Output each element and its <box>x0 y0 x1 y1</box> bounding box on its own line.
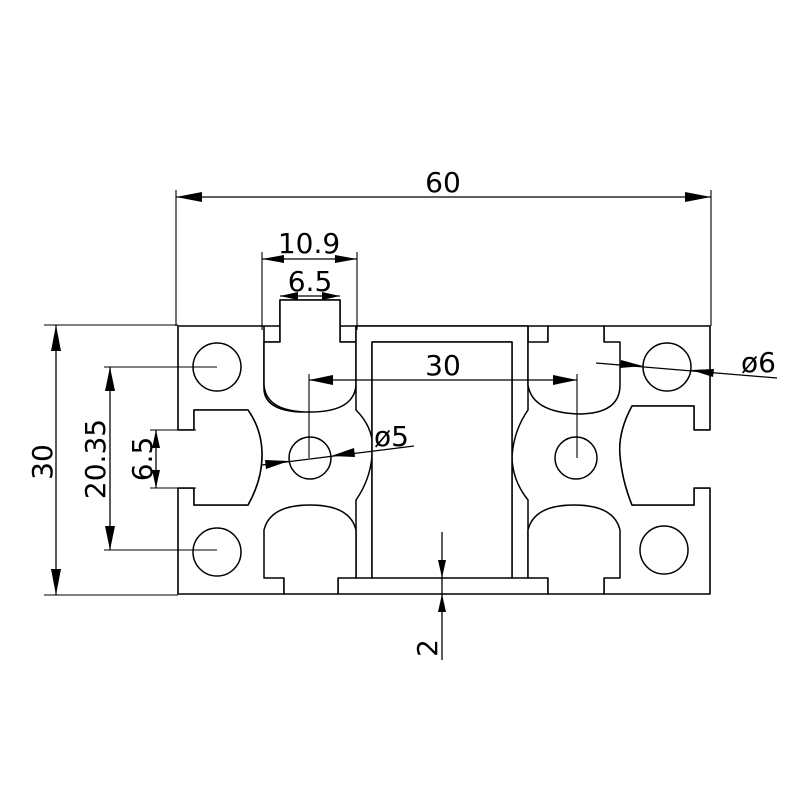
side-slot-arrow-bottom <box>152 470 160 488</box>
side-slot-width-label: 6.5 <box>126 437 159 482</box>
corner-hole-diameter-label: ø6 <box>741 346 776 379</box>
slot-opening-outer-label: 10.9 <box>278 227 340 260</box>
height-arrow-top <box>51 325 61 351</box>
slot-inner-arrow-left <box>280 292 298 300</box>
slot-outer-arrow-right <box>335 255 357 263</box>
hole-spacing-arrow-bottom <box>105 526 115 550</box>
slot-outer-arrow-left <box>262 255 284 263</box>
hole-spacing-arrow-top <box>105 367 115 391</box>
bottom-left-t-slot <box>263 504 357 595</box>
small-hole-diameter-label: ø5 <box>374 420 409 453</box>
small-hole-right <box>554 436 598 480</box>
width-arrow-right <box>685 192 711 202</box>
height-arrow-bottom <box>51 569 61 595</box>
slot-inner-arrow-right <box>322 292 340 300</box>
bottom-right-t-slot <box>527 504 621 595</box>
side-slot-arrow-top <box>152 430 160 448</box>
overall-height-label: 30 <box>26 444 59 480</box>
small-hole-arrow-left <box>265 460 289 469</box>
corner-hole-bottom-right <box>639 525 689 575</box>
right-side-t-slot <box>619 405 710 506</box>
wall-thickness-arrow-top <box>438 560 446 578</box>
width-arrow-left <box>176 192 202 202</box>
small-hole-left <box>288 436 332 480</box>
corner-hole-arrow-right <box>691 369 714 377</box>
left-side-t-slot <box>178 409 263 506</box>
wall-thickness-arrow-bottom <box>438 594 446 612</box>
slot-opening-inner-label: 6.5 <box>288 265 333 298</box>
overall-width-label: 60 <box>425 166 461 199</box>
center-hole-spacing-label: 30 <box>425 349 461 382</box>
side-hole-spacing-label: 20.35 <box>79 419 112 499</box>
corner-hole-bottom-left <box>192 527 242 577</box>
small-hole-arrow-right <box>331 448 355 457</box>
top-right-t-slot <box>527 325 621 415</box>
wall-thickness-label: 2 <box>411 639 444 657</box>
center-spacing-arrow-right <box>553 375 577 385</box>
corner-hole-arrow-left <box>620 360 643 368</box>
top-left-t-slot <box>263 299 357 413</box>
center-spacing-arrow-left <box>309 375 333 385</box>
